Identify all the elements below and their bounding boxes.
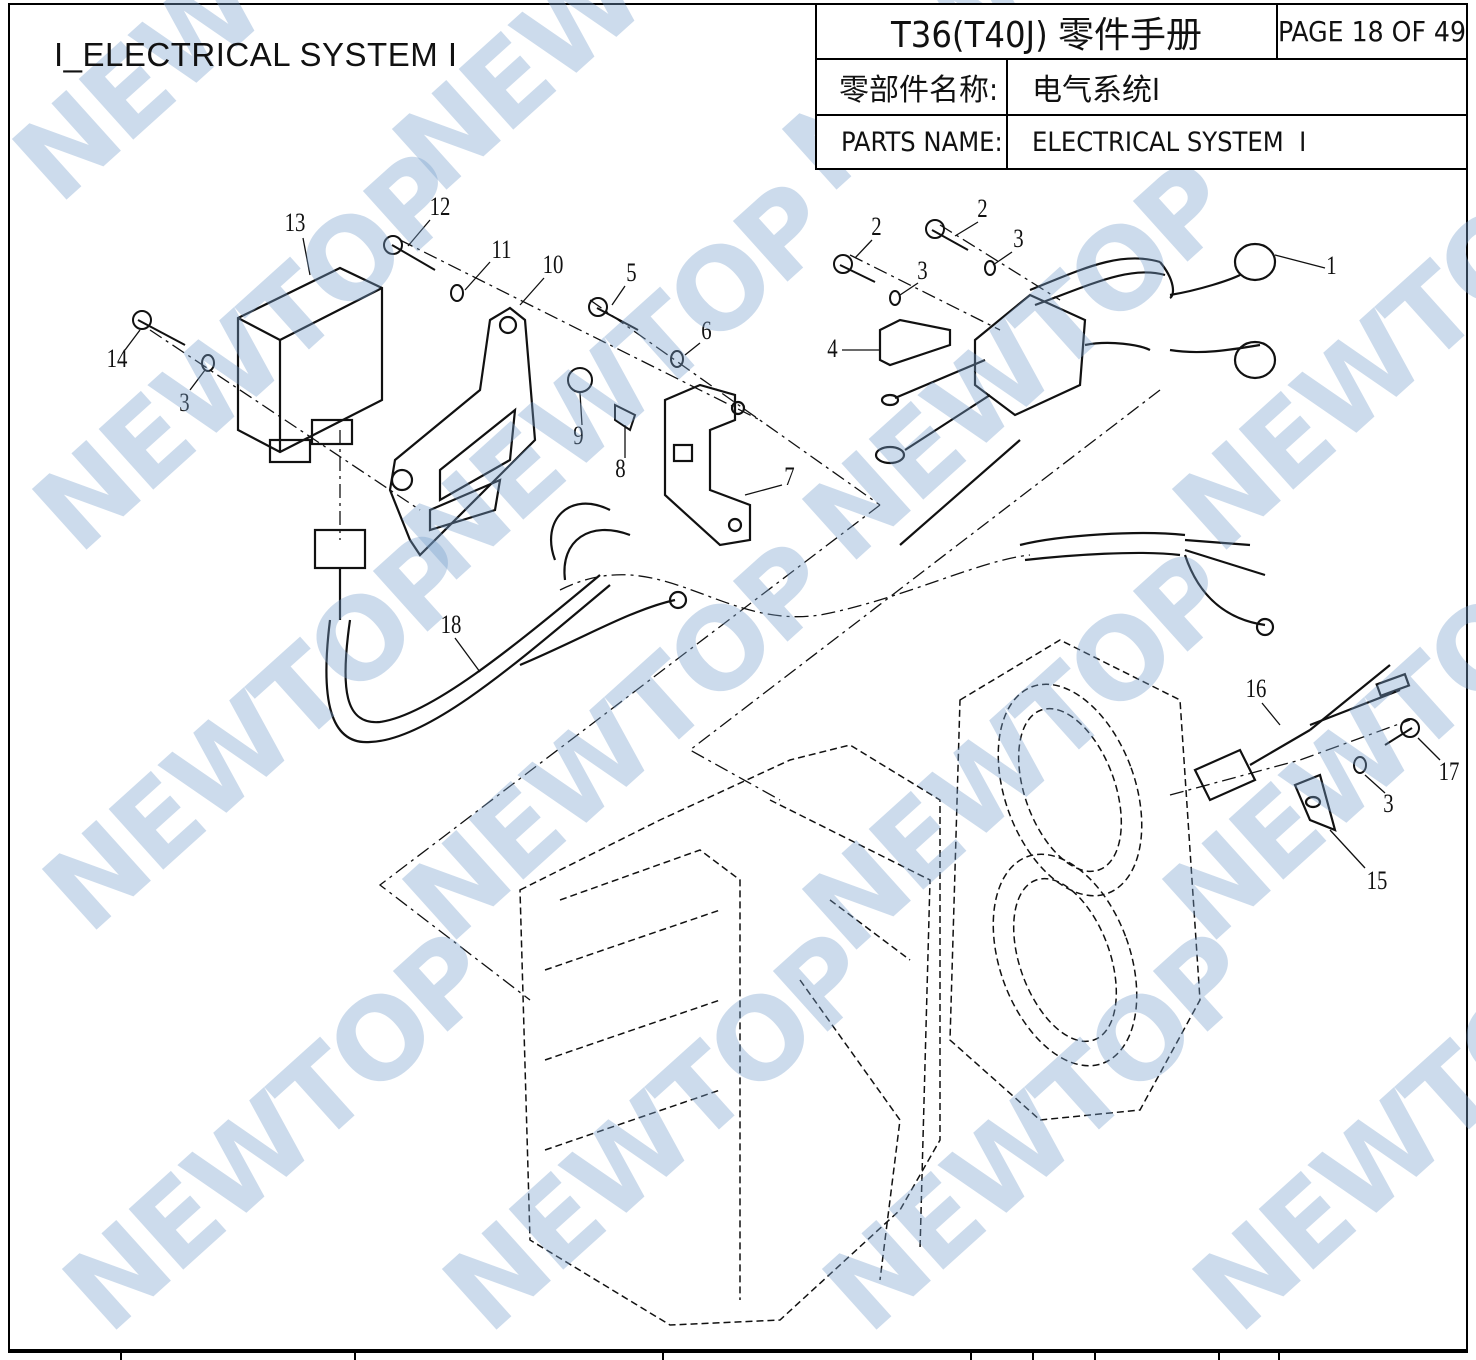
callout-9: 9 bbox=[573, 421, 584, 450]
callout-5: 5 bbox=[626, 258, 637, 287]
callout-16: 16 bbox=[1245, 674, 1267, 703]
callout-11: 11 bbox=[491, 235, 512, 264]
fasteners bbox=[132, 219, 1420, 774]
parts-name-value-cn: 电气系统Ⅰ bbox=[1008, 60, 1466, 116]
callout-13: 13 bbox=[284, 208, 306, 237]
leader-lines bbox=[124, 219, 1441, 869]
callout-10: 10 bbox=[542, 250, 564, 279]
callout-3: 3 bbox=[1013, 224, 1024, 253]
callout-1: 1 bbox=[1326, 251, 1337, 280]
callout-3: 3 bbox=[917, 256, 928, 285]
callout-6: 6 bbox=[701, 316, 712, 345]
title-block: T36(T40J) 零件手册 PAGE 18 OF 49 零部件名称: 电气系统… bbox=[815, 3, 1468, 170]
callout-8: 8 bbox=[615, 454, 626, 483]
callout-7: 7 bbox=[784, 462, 795, 491]
callout-2: 2 bbox=[871, 212, 882, 241]
page-indicator: PAGE 18 OF 49 bbox=[1278, 5, 1466, 60]
manual-title: T36(T40J) 零件手册 bbox=[817, 5, 1278, 60]
engine-block bbox=[519, 639, 1201, 1326]
parts-name-label-en: PARTS NAME: bbox=[817, 116, 1008, 168]
part-10-bracket bbox=[388, 306, 537, 557]
ignition-coil-assembly bbox=[874, 242, 1277, 546]
callout-14: 14 bbox=[106, 344, 128, 373]
parts-name-value-en: ELECTRICAL SYSTEM I bbox=[1032, 126, 1307, 158]
main-cable bbox=[1019, 531, 1275, 637]
part-7-bracket bbox=[663, 383, 752, 547]
part-16-sensor bbox=[1193, 664, 1411, 832]
callout-3: 3 bbox=[179, 388, 190, 417]
bottom-table-edge bbox=[8, 1351, 1468, 1360]
assembly-lines bbox=[149, 224, 1411, 1001]
callout-18: 18 bbox=[440, 610, 462, 639]
part-13-cdi-unit bbox=[236, 266, 384, 464]
callout-12: 12 bbox=[429, 192, 451, 221]
callout-2: 2 bbox=[977, 194, 988, 223]
callout-17: 17 bbox=[1438, 757, 1460, 786]
part-18-wire-harness bbox=[313, 502, 688, 744]
page-title: I_ELECTRICAL SYSTEM I bbox=[54, 36, 458, 73]
drawing-frame bbox=[8, 3, 1468, 1351]
callout-4: 4 bbox=[827, 334, 838, 363]
parts-name-label-cn: 零部件名称: bbox=[817, 60, 1008, 116]
callout-15: 15 bbox=[1366, 866, 1388, 895]
callout-3: 3 bbox=[1383, 789, 1394, 818]
